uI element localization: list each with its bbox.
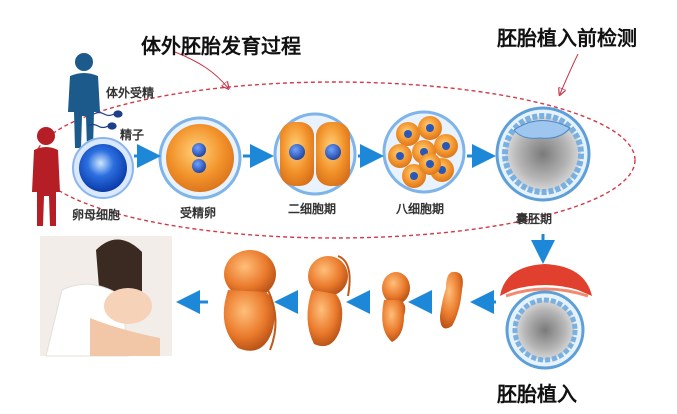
egg-cell-icon [72,137,134,199]
blastocyst-icon [495,106,591,202]
sperm-label: 精子 [120,128,145,142]
eight-cell-label: 八细胞期 [396,202,445,216]
embryo-stage-2-icon [382,272,410,342]
two-cell-label: 二细胞期 [288,202,337,216]
title-pointer-right [560,53,579,94]
implantation-title: 胚胎植入 [497,382,577,406]
fetus-stage-4-icon [223,250,277,351]
eight-cell-stage-icon [382,110,466,194]
implanted-embryo-icon [500,264,592,370]
pre-implantation-test-title: 胚胎植入前检测 [497,26,637,50]
fertilized-egg-icon [158,116,242,200]
man-silhouette-icon [68,53,100,148]
two-cell-stage-icon [273,112,357,196]
sperm-icon [87,110,123,130]
fetus-stage-3-icon [307,255,351,347]
ivf-process-title: 体外胚胎发育过程 [141,34,301,58]
ivf-fertilization-label: 体外受精 [106,86,155,100]
egg-cell-label: 卵母细胞 [72,208,121,222]
mother-baby-photo [40,236,172,357]
fertilized-egg-label: 受精卵 [180,206,217,220]
embryo-stage-1-icon [440,271,463,329]
woman-silhouette-icon [32,127,60,226]
blastocyst-label: 囊胚期 [516,212,553,226]
title-pointer-left [174,51,228,88]
